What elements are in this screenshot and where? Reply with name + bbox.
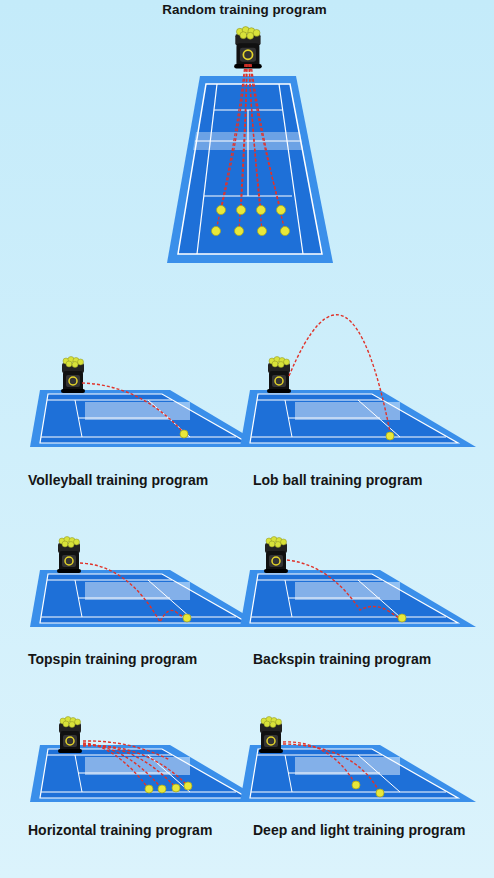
ball-machine	[61, 357, 85, 394]
heading-caption: Random training program	[0, 1, 489, 19]
court	[240, 745, 476, 802]
program-caption: Backspin training program	[253, 650, 431, 668]
program-caption: Topspin training program	[28, 650, 197, 668]
court	[240, 390, 476, 447]
court	[30, 570, 266, 627]
ball-machine	[58, 717, 82, 754]
ball-machine	[267, 357, 291, 394]
court	[240, 570, 476, 627]
ball-machine	[259, 717, 283, 754]
program-caption: Deep and light training program	[253, 821, 465, 839]
tennis-balls	[212, 206, 290, 236]
program-caption: Volleyball training program	[28, 471, 208, 489]
ball-trajectories	[216, 64, 285, 231]
court	[30, 745, 266, 802]
ball-machine	[57, 537, 81, 574]
program-caption: Horizontal training program	[28, 821, 212, 839]
program-caption: Lob ball training program	[253, 471, 423, 489]
ball-machine	[264, 537, 288, 574]
ball-machine	[234, 27, 262, 69]
court	[30, 390, 266, 447]
random-court	[167, 76, 333, 263]
ball-trajectories	[80, 315, 399, 793]
